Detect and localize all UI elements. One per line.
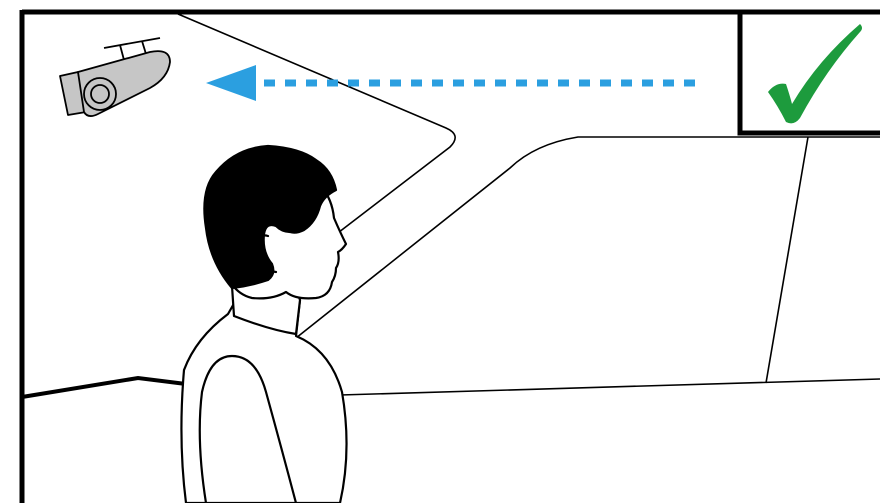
checkmark-box [740,12,880,133]
